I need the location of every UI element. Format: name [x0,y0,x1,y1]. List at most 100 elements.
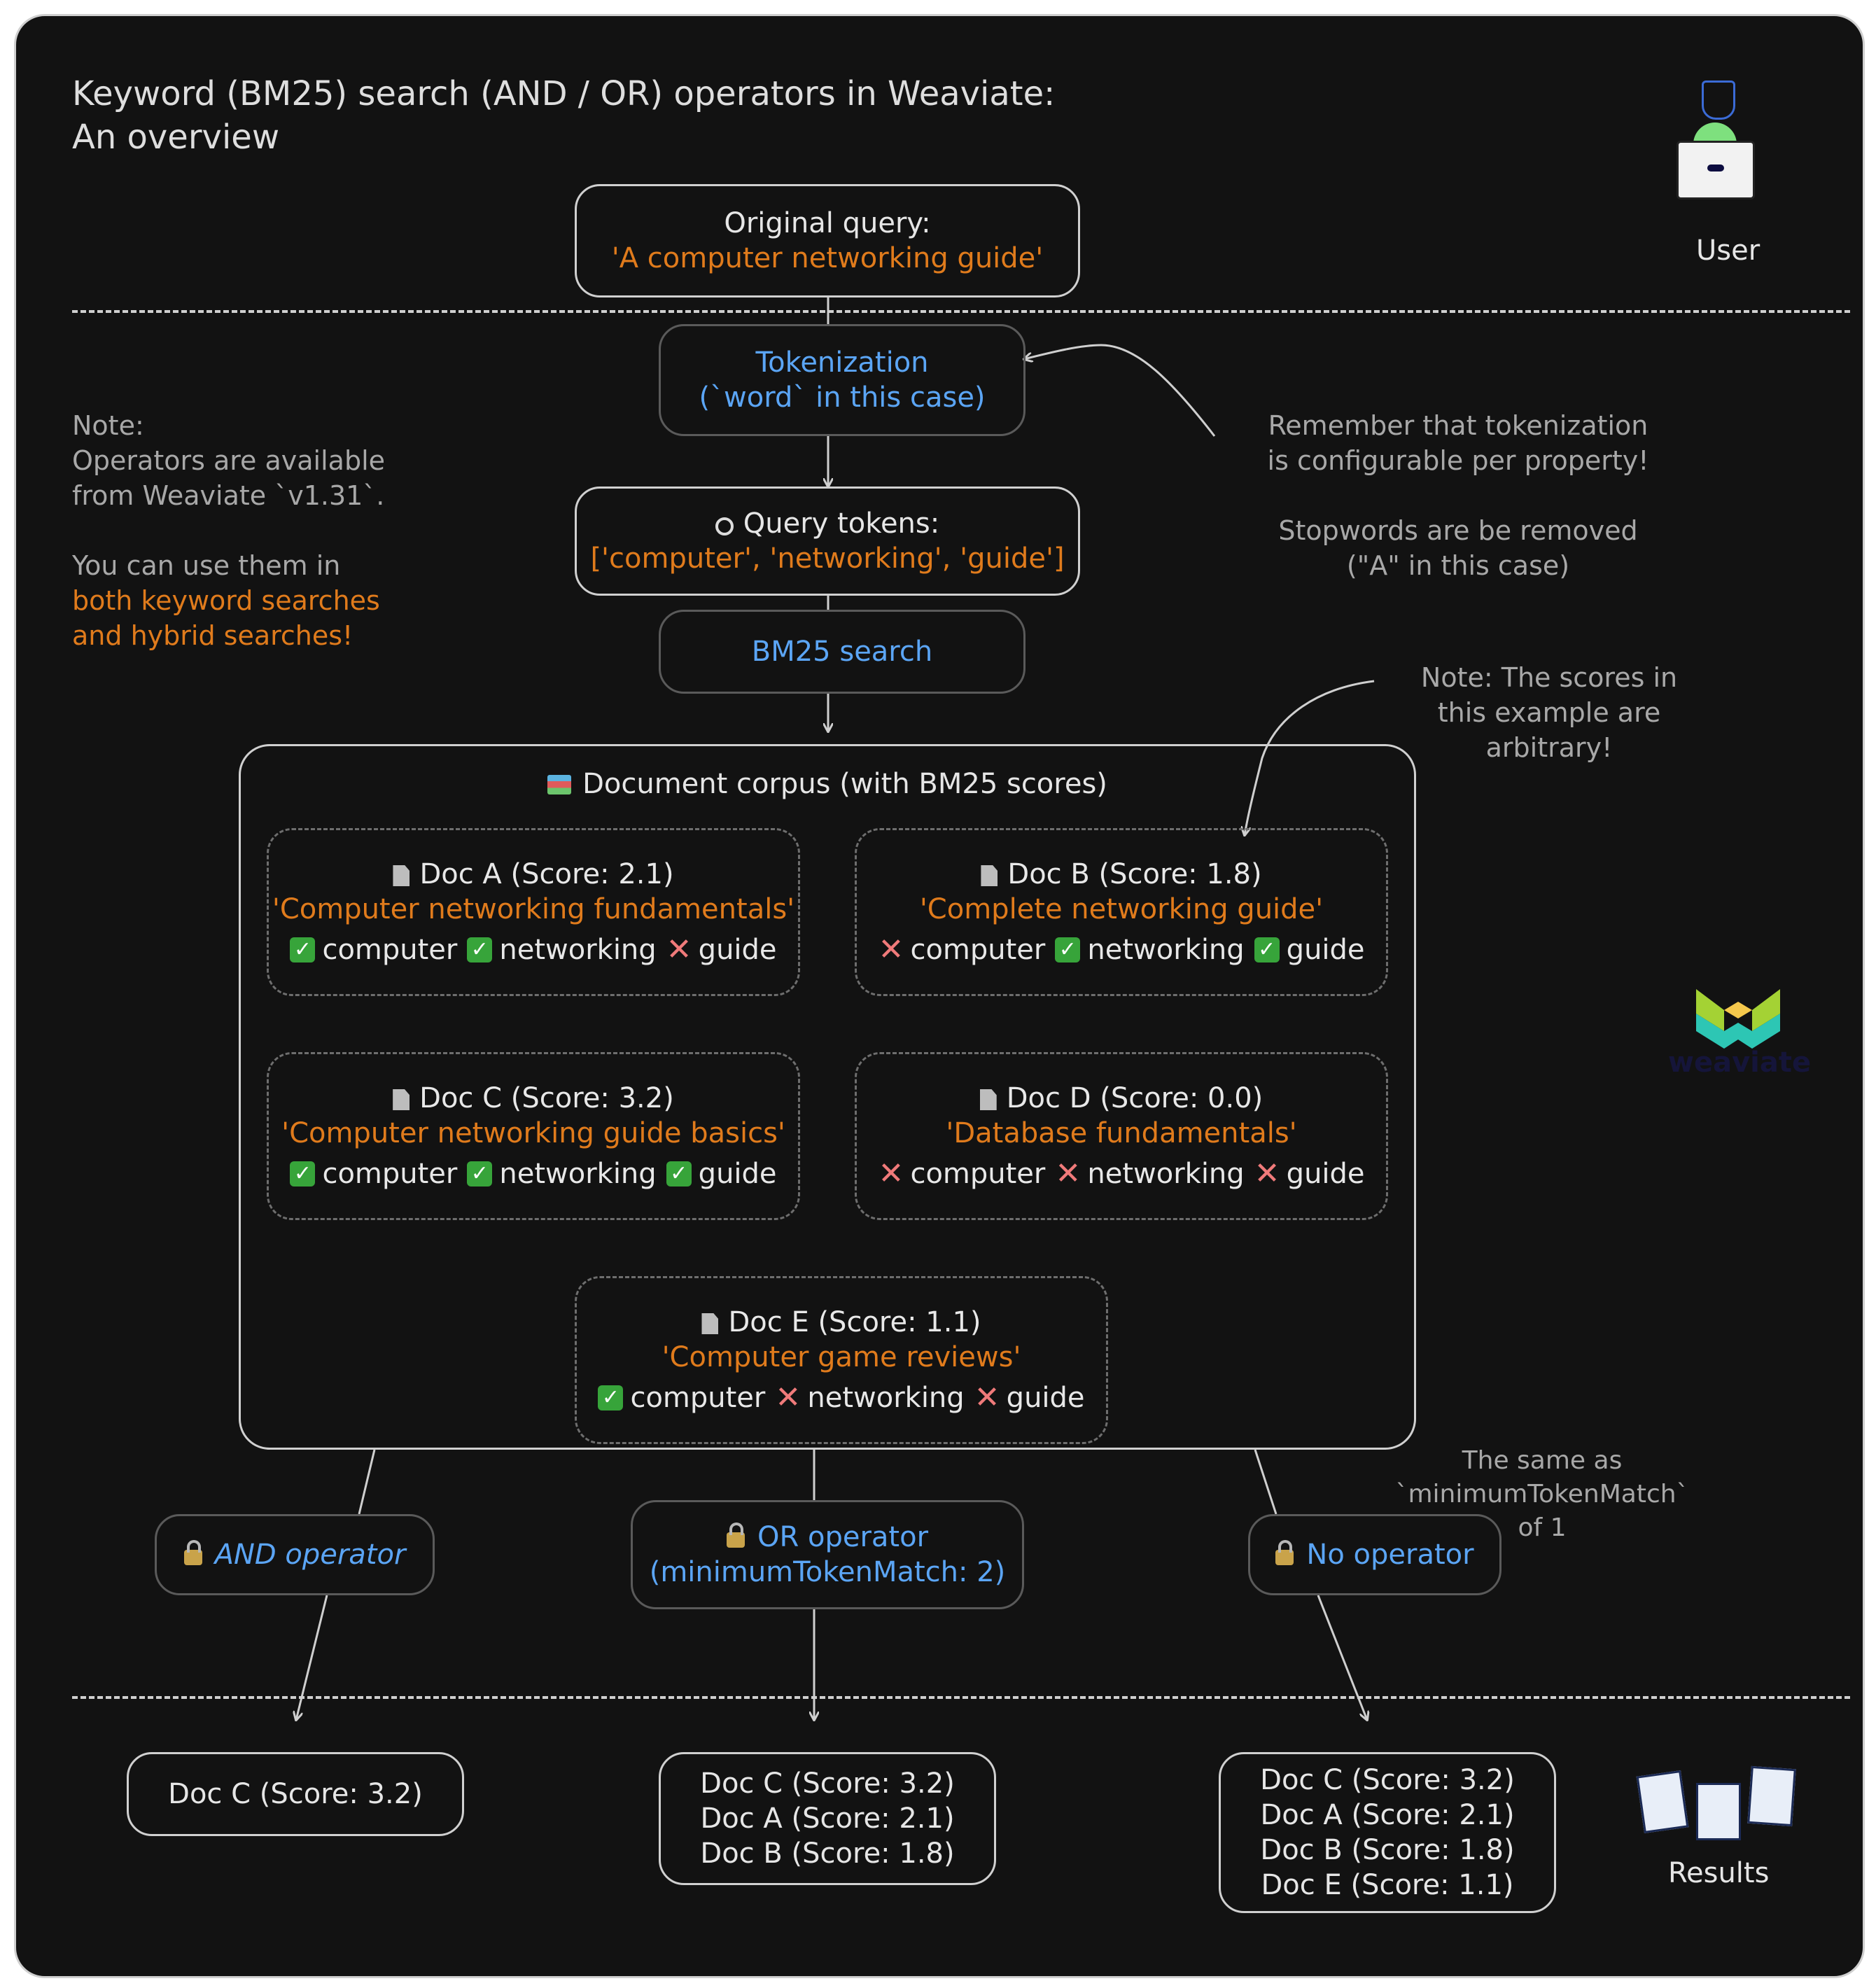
doc-token-matches: ✓computer✓networking✓guide [290,1156,777,1191]
result-item: Doc B (Score: 1.8) [700,1837,955,1870]
or-operator-box: OR operator (minimumTokenMatch: 2) [631,1500,1024,1609]
no-operator-label-row: No operator [1275,1537,1474,1572]
bm25-search-label: BM25 search [751,636,933,668]
cross-icon: ✕ [878,932,904,967]
connector-layer [16,298,1375,1976]
original-query-value: 'A computer networking guide' [611,242,1044,274]
cross-icon: ✕ [974,1380,1000,1415]
operators-note-line5: both keyword searches [72,585,380,616]
doc-token-matches: ✓computer✕networking✕guide [598,1380,1085,1415]
doc-card-b: Doc B (Score: 1.8)'Complete networking g… [855,828,1388,996]
arrow-and-to-result [296,1595,328,1720]
cross-icon: ✕ [775,1380,802,1415]
books-icon [547,775,572,794]
doc-token-matches: ✓computer✓networking✕guide [290,932,777,967]
scores-note-line3: arbitrary! [1485,732,1613,763]
token-match: ✓guide [666,1156,777,1191]
token-match: ✓computer [290,1156,457,1191]
token-match: ✓computer [598,1380,765,1415]
token-word: guide [1006,1382,1085,1414]
check-icon: ✓ [290,1161,316,1186]
operators-note: Note: Operators are available from Weavi… [72,408,385,653]
weaviate-logo: weaviate [1668,982,1811,1080]
token-match: ✕guide [974,1380,1085,1415]
diagram-board: Keyword (BM25) search (AND / OR) operato… [14,14,1865,1978]
results-label: Results [1668,1857,1770,1889]
doc-title-text: Doc C (Score: 3.2) [419,1082,674,1114]
document-icon [981,865,998,886]
page-title: Keyword (BM25) search (AND / OR) operato… [72,74,1056,157]
no-operator-box: No operator [1248,1514,1502,1595]
token-match: ✓guide [1254,932,1365,967]
no-operator-note-line2: `minimumTokenMatch` [1395,1480,1689,1508]
scores-note-line1: Note: The scores in [1420,662,1678,693]
doc-title: Doc D (Score: 0.0) [979,1081,1264,1116]
check-icon: ✓ [1055,937,1081,962]
document-icon [393,865,410,886]
doc-title-text: Doc B (Score: 1.8) [1007,858,1262,890]
token-word: networking [499,934,657,966]
cross-icon: ✕ [666,932,692,967]
results-documents-icon [1636,1765,1796,1843]
doc-token-matches: ✕computer✕networking✕guide [878,1156,1364,1191]
document-icon [979,1089,997,1110]
token-match: ✓computer [290,932,457,967]
bm25-search-box: BM25 search [659,610,1026,694]
original-query-box: Original query: 'A computer networking g… [575,184,1080,298]
magnifier-icon [715,517,734,536]
check-icon: ✓ [467,1161,493,1186]
token-word: guide [698,934,777,966]
or-operator-detail: (minimumTokenMatch: 2) [649,1556,1006,1588]
doc-title: Doc E (Score: 1.1) [701,1305,981,1340]
and-operator-box: AND operator [155,1514,435,1595]
doc-title-text: Doc D (Score: 0.0) [1006,1082,1264,1114]
token-word: guide [698,1158,777,1190]
or-operator-label: OR operator [757,1521,929,1553]
result-item: Doc C (Score: 3.2) [1260,1764,1515,1796]
query-tokens-heading: Query tokens: [715,506,939,541]
query-tokens-heading-text: Query tokens: [743,507,940,540]
lock-icon [183,1540,202,1565]
token-word: networking [807,1382,965,1414]
token-match: ✓networking [1055,932,1245,967]
doc-text: 'Computer networking fundamentals' [272,893,795,925]
cross-icon: ✕ [1254,1156,1280,1191]
document-icon [393,1089,410,1110]
or-operator-label-row: OR operator [726,1520,929,1555]
cross-icon: ✕ [878,1156,904,1191]
user-label: User [1696,234,1760,267]
token-match: ✕guide [1254,1156,1365,1191]
token-word: computer [322,934,458,966]
operators-note-line6: and hybrid searches! [72,620,354,651]
token-match: ✓networking [467,1156,657,1191]
tokenization-note-line2: is configurable per property! [1267,445,1649,476]
check-icon: ✓ [666,1161,692,1186]
operators-note-line4: You can use them in [72,550,341,581]
doc-title-text: Doc A (Score: 2.1) [419,858,674,890]
doc-card-e: Doc E (Score: 1.1)'Computer game reviews… [575,1276,1108,1444]
token-word: networking [1087,934,1245,966]
query-tokens-value: ['computer', 'networking', 'guide'] [590,542,1065,575]
no-operator-note-line1: The same as [1462,1446,1623,1475]
tokenization-title: Tokenization [755,346,929,379]
tokenization-note-line1: Remember that tokenization [1268,410,1648,441]
operators-note-line3: from Weaviate `v1.31`. [72,480,385,511]
tokenization-note-line4: ("A" in this case) [1346,550,1570,581]
no-operator-note-line3: of 1 [1518,1513,1567,1542]
tokenization-box: Tokenization (`word` in this case) [659,324,1026,436]
doc-text: 'Computer game reviews' [662,1341,1021,1373]
corpus-title-text: Document corpus (with BM25 scores) [582,768,1107,800]
arrow-none-to-result [1317,1595,1367,1720]
tokenization-subtitle: (`word` in this case) [699,382,986,414]
scores-note-line2: this example are [1437,697,1661,728]
tokenization-note-line3: Stopwords are be removed [1278,515,1638,546]
doc-title: Doc A (Score: 2.1) [393,857,674,892]
doc-text: 'Database fundamentals' [946,1117,1297,1149]
doc-card-c: Doc C (Score: 3.2)'Computer networking g… [267,1052,800,1220]
lock-icon [726,1522,745,1548]
query-tokens-box: Query tokens: ['computer', 'networking',… [575,486,1080,596]
token-word: networking [499,1158,657,1190]
line-corpus-to-and [358,1449,376,1515]
and-result-box: Doc C (Score: 3.2) [127,1752,464,1836]
check-icon: ✓ [598,1385,624,1410]
